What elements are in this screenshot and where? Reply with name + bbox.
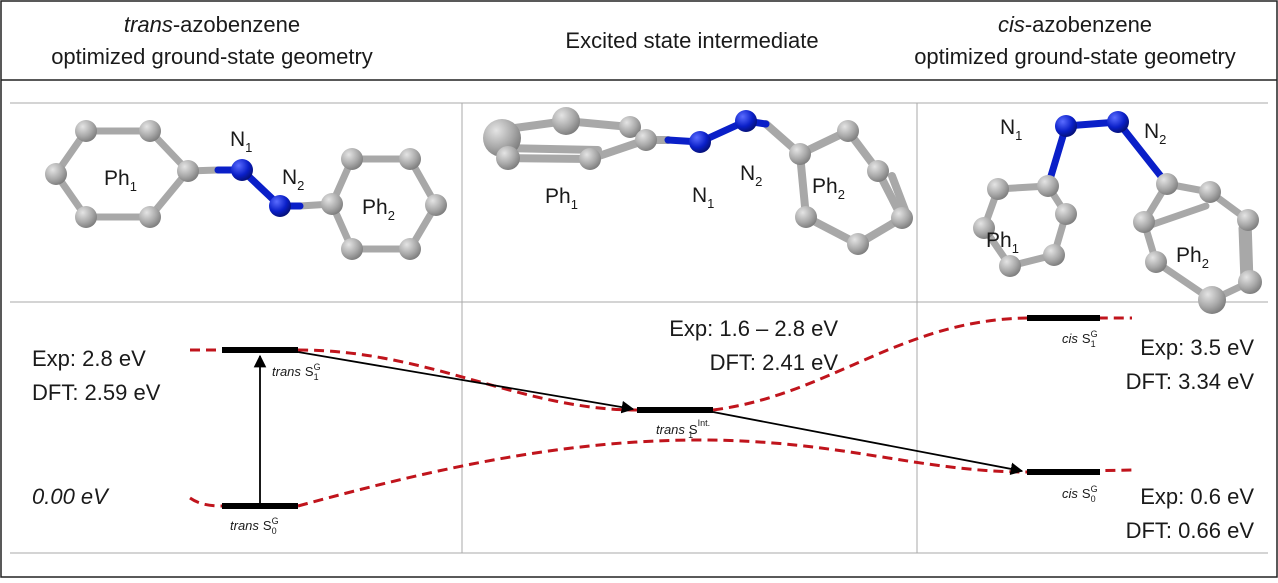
- relaxation-arrow: [297, 351, 635, 414]
- cis-ph2-label: Ph2: [1176, 244, 1209, 271]
- intermediate-exp: Exp: 1.6 – 2.8 eV: [669, 316, 838, 341]
- header-intermediate: Excited state intermediate: [565, 28, 818, 53]
- int-n1-label: N1: [692, 184, 714, 211]
- cis-azobenzene-molecule: [973, 111, 1262, 314]
- trans-azobenzene-molecule: [45, 120, 447, 260]
- excited-state-curve-right: [712, 316, 1132, 412]
- trans-excited-dft: DFT: 2.59 eV: [32, 380, 161, 405]
- ground-state-curve: [189, 438, 1133, 508]
- intermediate-molecule: [483, 107, 913, 255]
- header-cis-line2: optimized ground-state geometry: [914, 44, 1236, 69]
- header-cis-line1: cis-azobenzene: [998, 12, 1152, 37]
- header-trans-line1: trans-azobenzene: [124, 12, 300, 37]
- trans-n2-label: N2: [282, 166, 304, 193]
- cis-ph1-label: Ph1: [986, 229, 1019, 256]
- cis-n1-label: N1: [1000, 116, 1022, 143]
- trans-ph2-label: Ph2: [362, 196, 395, 223]
- int-n2-label: N2: [740, 162, 762, 189]
- cis-excited-exp: Exp: 3.5 eV: [1140, 335, 1254, 360]
- trans-ph1-label: Ph1: [104, 167, 137, 194]
- decay-arrow: [712, 411, 1024, 476]
- intermediate-dft: DFT: 2.41 eV: [710, 350, 839, 375]
- trans-ground-energy: 0.00 eV: [32, 484, 110, 509]
- cis-n2-label: N2: [1144, 120, 1166, 147]
- trans-excited-exp: Exp: 2.8 eV: [32, 346, 146, 371]
- cis-excited-dft: DFT: 3.34 eV: [1126, 369, 1255, 394]
- int-ph1-label: Ph1: [545, 185, 578, 212]
- int-ph2-label: Ph2: [812, 175, 845, 202]
- cis-ground-dft: DFT: 0.66 eV: [1126, 518, 1255, 543]
- header-trans-line2: optimized ground-state geometry: [51, 44, 373, 69]
- trans-n1-label: N1: [230, 128, 252, 155]
- excited-state-curve-left: [190, 348, 638, 412]
- cis-ground-exp: Exp: 0.6 eV: [1140, 484, 1254, 509]
